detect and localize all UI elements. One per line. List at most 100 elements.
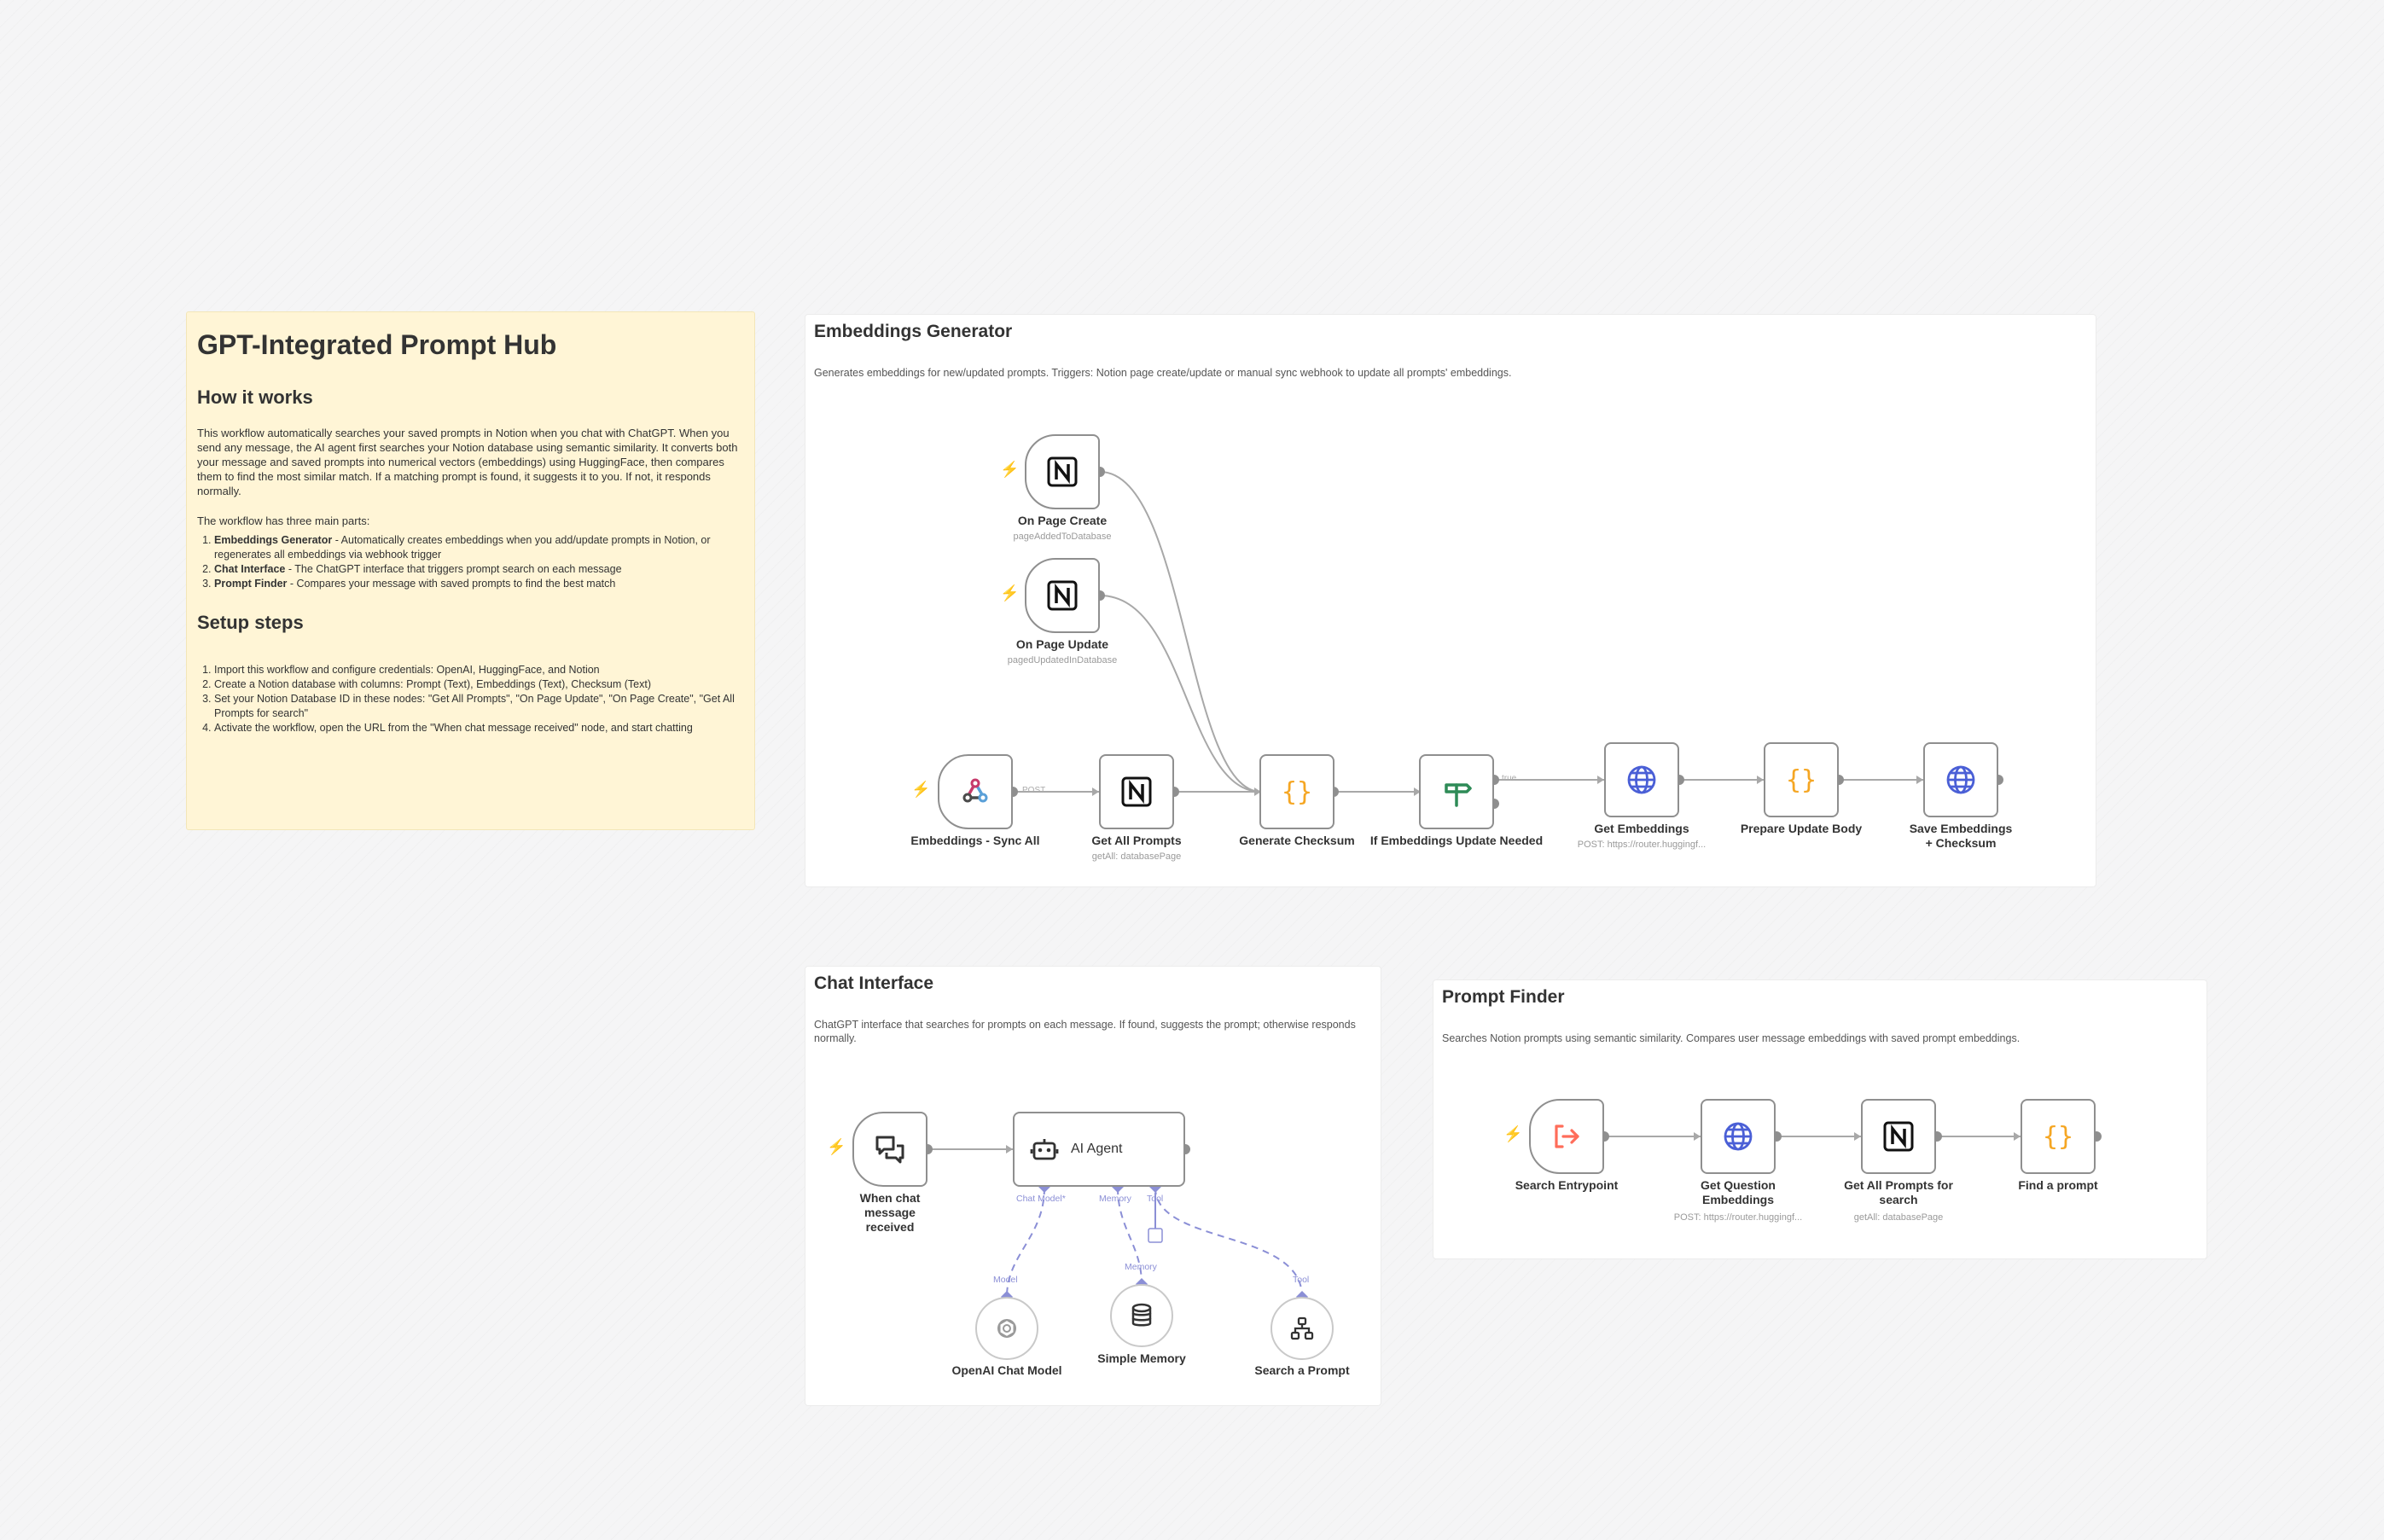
list-item: Set your Notion Database ID in these nod… [214,692,744,721]
entry-icon [1555,1124,1579,1148]
trigger-bolt-icon: ⚡ [1000,584,1020,601]
node-get-all-prompts[interactable] [1099,754,1174,829]
edge-update-to-checksum [1099,595,1262,793]
node-on-page-update[interactable] [1025,558,1100,633]
node-simple-memory[interactable] [1110,1284,1173,1347]
node-label: Prepare Update Body [1740,822,1863,835]
how-text: This workflow automatically searches you… [197,427,738,497]
code-icon: {} [1282,777,1312,807]
notion-icon [1047,580,1078,611]
setup-list: Import this workflow and configure crede… [197,663,744,735]
edge-agent-to-memory [1117,1187,1143,1285]
sticky-title: GPT-Integrated Prompt Hub [197,329,557,360]
port-label-chat-model: Chat Model* [1016,1194,1066,1204]
svg-text:{}: {} [1282,777,1312,807]
port-label-tool: Tool [1147,1194,1164,1204]
trigger-bolt-icon: ⚡ [911,781,931,798]
edge-agent-to-model [1006,1187,1045,1298]
code-icon: {} [1786,765,1817,795]
node-search-entrypoint[interactable] [1529,1099,1604,1174]
node-label: Generate Checksum [1239,834,1355,847]
node-find-a-prompt[interactable]: {} [2021,1099,2096,1174]
sticky-note[interactable]: GPT-Integrated Prompt Hub How it works T… [186,311,755,830]
node-label: Get Question Embeddings [1701,1178,1776,1206]
node-label: Get Embeddings [1594,822,1689,835]
notion-icon [1121,776,1152,807]
group-title: Chat Interface [814,973,934,993]
node-if-embeddings-update-needed[interactable] [1419,754,1494,829]
node-prepare-update-body[interactable]: {} [1764,742,1839,817]
how-heading: How it works [197,386,313,408]
port-label-model: Model [993,1275,1018,1285]
node-embeddings-sync-all[interactable] [938,754,1013,829]
node-label: If Embeddings Update Needed [1369,834,1544,847]
group-title: Embeddings Generator [814,322,1013,341]
node-subtitle: getAll: databasePage [1853,1212,1944,1223]
edge-label-post: POST [1022,786,1046,795]
node-label: Search Entrypoint [1515,1178,1619,1192]
node-on-page-create[interactable] [1025,434,1100,509]
node-label: Simple Memory [1097,1351,1186,1365]
notion-icon [1047,456,1078,487]
node-subtitle: pageAddedToDatabase [1013,532,1112,542]
globe-icon [1627,765,1656,794]
list-item: Create a Notion database with columns: P… [214,677,744,692]
node-subtitle: getAll: databasePage [1091,851,1182,862]
openai-icon [997,1318,1016,1339]
node-label: On Page Update [1015,637,1109,651]
trigger-bolt-icon: ⚡ [1503,1125,1523,1142]
notion-icon [1883,1121,1914,1152]
node-subtitle: POST: https://router.huggingf... [1673,1212,1803,1223]
robot-icon [1030,1139,1059,1160]
workflow-icon [1290,1316,1314,1340]
port-label-memory: Memory [1099,1194,1131,1204]
trigger-bolt-icon: ⚡ [1000,461,1020,478]
node-when-chat-message-received[interactable] [852,1112,927,1187]
list-item: Import this workflow and configure crede… [214,663,744,677]
node-label: AI Agent [1071,1142,1123,1156]
node-search-a-prompt[interactable] [1270,1297,1334,1360]
edge-label-true: true [1502,774,1517,783]
chat-icon [875,1136,904,1164]
database-icon [1131,1303,1152,1327]
node-get-question-embeddings[interactable] [1701,1099,1776,1174]
svg-text:{}: {} [2043,1122,2073,1152]
node-save-embeddings-checksum[interactable] [1923,742,1998,817]
group-description: ChatGPT interface that searches for prom… [814,1019,1356,1044]
node-ai-agent[interactable]: AI Agent [1013,1112,1185,1187]
code-icon: {} [2043,1122,2073,1152]
globe-icon [1946,765,1975,794]
port-label-tool-in: Tool [1293,1275,1310,1285]
node-generate-checksum[interactable]: {} [1259,754,1334,829]
setup-heading: Setup steps [197,612,304,633]
group-description: Searches Notion prompts using semantic s… [1442,1032,2021,1044]
list-item: Chat Interface - The ChatGPT interface t… [214,562,744,577]
node-label: On Page Create [1017,514,1108,527]
node-label: When chat message received [859,1191,921,1234]
globe-icon [1724,1122,1753,1151]
edge-agent-to-tool [1154,1187,1303,1298]
list-item: Activate the workflow, open the URL from… [214,721,744,735]
node-label: Get All Prompts [1091,834,1182,847]
node-openai-chat-model[interactable] [975,1297,1038,1360]
node-subtitle: pagedUpdatedInDatabase [1007,655,1118,665]
node-label: Get All Prompts for search [1844,1178,1953,1206]
if-icon [1445,783,1472,807]
node-label: Embeddings - Sync All [910,834,1040,847]
node-get-all-prompts-for-search[interactable] [1861,1099,1936,1174]
list-item: Embeddings Generator - Automatically cre… [214,533,744,562]
node-label: Save Embeddings + Checksum [1909,822,2013,850]
parts-intro: The workflow has three main parts: [197,514,370,527]
node-label: OpenAI Chat Model [951,1363,1062,1377]
list-item: Prompt Finder - Compares your message wi… [214,577,744,591]
svg-text:{}: {} [1786,765,1817,795]
group-description: Generates embeddings for new/updated pro… [814,367,1512,379]
webhook-icon [962,778,988,803]
node-label: Search a Prompt [1254,1363,1350,1377]
port-label-memory-in: Memory [1125,1262,1157,1272]
parts-list: Embeddings Generator - Automatically cre… [197,533,744,591]
group-title: Prompt Finder [1442,987,1565,1007]
edge-create-to-checksum [1099,471,1262,793]
node-get-embeddings[interactable] [1604,742,1679,817]
